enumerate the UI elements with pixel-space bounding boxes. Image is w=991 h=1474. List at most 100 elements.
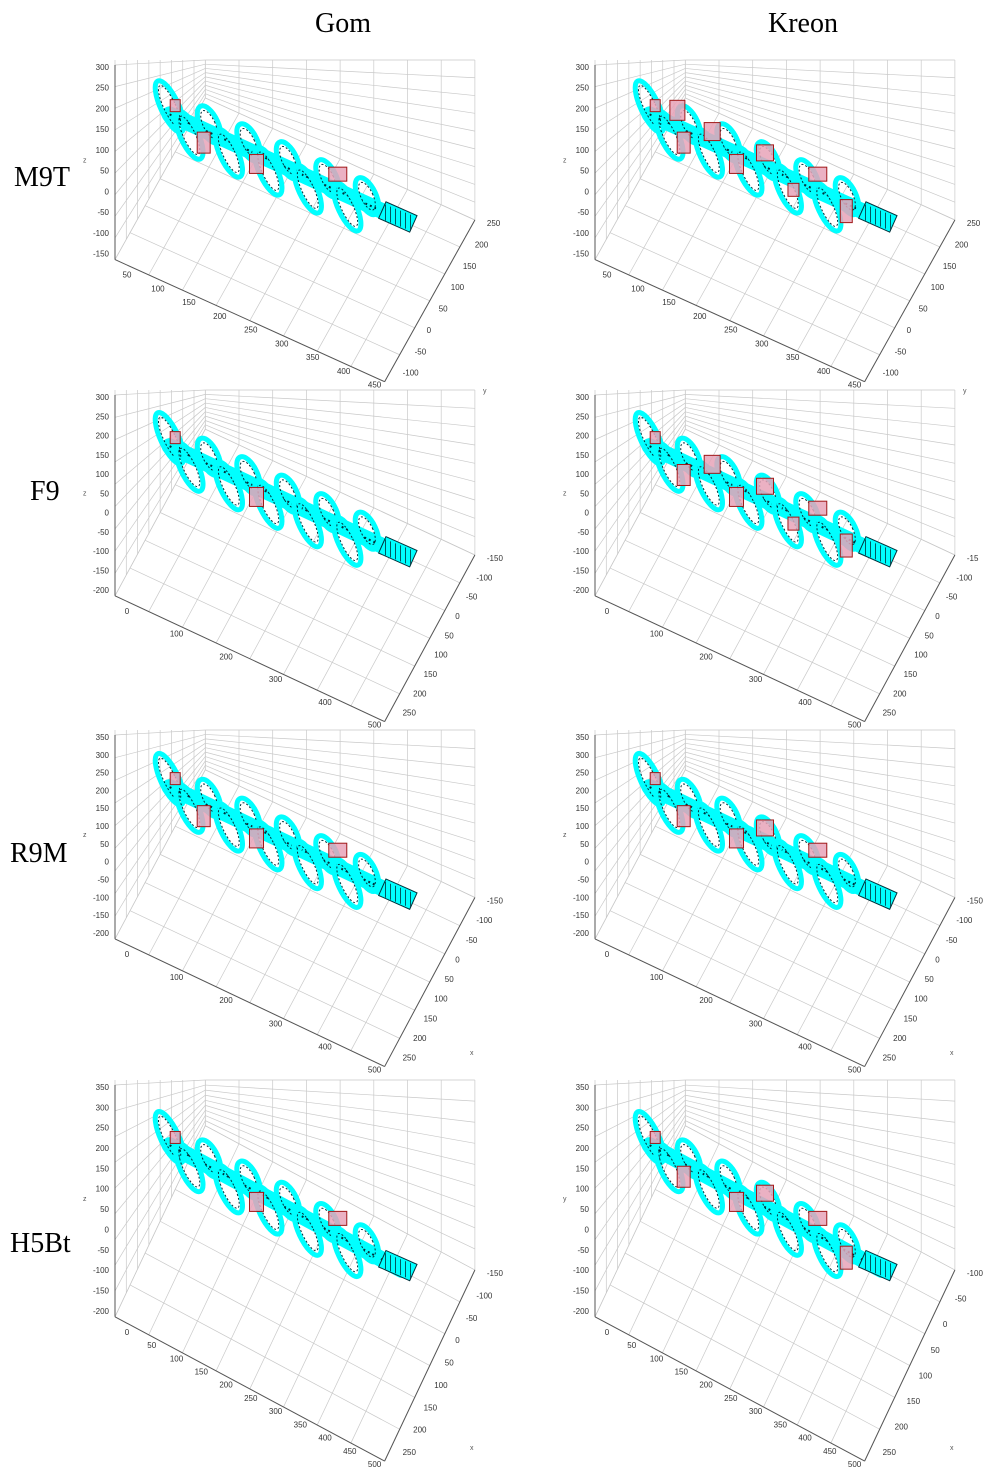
- z-tick-label: -100: [573, 229, 590, 238]
- deviation-box: [703, 122, 721, 142]
- y-tick-label: 250: [967, 219, 981, 228]
- x-tick-label: 100: [151, 284, 165, 293]
- y-tick-label: 50: [925, 631, 934, 640]
- y-tick-label: 250: [487, 219, 501, 228]
- x-tick-label: 100: [170, 1354, 184, 1363]
- y-tick-label: -100: [476, 916, 493, 925]
- x-tick-label: 450: [343, 1447, 357, 1456]
- y-tick-label: 50: [925, 975, 934, 984]
- y-tick-label: 0: [455, 612, 460, 621]
- deviation-box: [728, 1191, 744, 1212]
- y-axis: [864, 219, 956, 382]
- z-tick-label: 200: [96, 432, 110, 441]
- x-axis: [594, 938, 865, 1068]
- z-tick-label: 350: [96, 733, 110, 742]
- x-tick-label: 50: [603, 271, 612, 280]
- y-tick-label: 200: [955, 240, 969, 249]
- x-tick-label: 150: [182, 298, 196, 307]
- x-tick-label: 100: [631, 284, 645, 293]
- grid-lines: [114, 389, 476, 722]
- x-tick-label: 400: [798, 1042, 812, 1051]
- deviation-box: [669, 99, 686, 121]
- z-tick-label: 0: [105, 509, 110, 518]
- x-tick-label: 300: [275, 339, 289, 348]
- deviation-box: [755, 819, 774, 837]
- x-tick-label: 100: [170, 973, 184, 982]
- y-tick-label: 150: [463, 262, 477, 271]
- z-tick-label: 150: [96, 1164, 110, 1173]
- z-tick-label: 250: [96, 1124, 110, 1133]
- deviation-regions: [169, 1130, 348, 1226]
- z-tick-label: 100: [576, 1185, 590, 1194]
- x-tick-label: 0: [125, 950, 130, 959]
- y-tick-label: -50: [466, 1314, 478, 1323]
- panel-f9-gom: 300250200150100500-50-100-150-2000100200…: [83, 388, 504, 730]
- z-tick-label: -100: [93, 1266, 110, 1275]
- z-tick-label: 200: [96, 104, 110, 113]
- y-axis: [864, 554, 956, 722]
- z-tick-label: -50: [577, 528, 589, 537]
- x-tick-label: 400: [318, 698, 332, 707]
- z-tick-label: 350: [576, 1083, 590, 1092]
- x-axis-label: x: [470, 1050, 474, 1057]
- z-axis-label: z: [83, 1196, 87, 1203]
- x-tick-label: 0: [605, 1328, 610, 1337]
- crankshaft-mesh: [152, 1109, 418, 1282]
- z-tick-label: 100: [96, 1185, 110, 1194]
- y-tick-label: 0: [935, 612, 940, 621]
- z-tick-label: 100: [576, 470, 590, 479]
- z-tick-label: 350: [96, 1083, 110, 1092]
- y-tick-label: -15: [967, 554, 979, 563]
- z-axis-label: z: [83, 490, 87, 497]
- z-tick-label: 150: [576, 451, 590, 460]
- x-tick-label: 0: [605, 607, 610, 616]
- z-tick-label: -100: [573, 1266, 590, 1275]
- grid-lines: [114, 59, 476, 383]
- y-tick-label: 250: [403, 709, 417, 718]
- x-tick-label: 100: [170, 630, 184, 639]
- crankshaft-mesh: [152, 410, 418, 568]
- panel-r9m-kreon: 350300250200150100500-50-100-150-2000100…: [563, 729, 983, 1075]
- x-tick-label: 300: [269, 675, 283, 684]
- x-tick-label: 200: [699, 652, 713, 661]
- y-tick-label: 150: [904, 1014, 918, 1023]
- y-tick-label: 100: [434, 1381, 448, 1390]
- z-axis-label: z: [83, 832, 87, 839]
- deviation-regions: [649, 772, 828, 858]
- y-tick-label: 200: [895, 1423, 909, 1432]
- z-tick-label: 0: [105, 187, 110, 196]
- y-tick-label: 150: [424, 1014, 438, 1023]
- y-tick-label: 250: [883, 1448, 897, 1457]
- x-axis-label: x: [470, 1445, 474, 1452]
- z-tick-label: 50: [580, 840, 589, 849]
- y-tick-label: 50: [445, 975, 454, 984]
- x-tick-label: 200: [213, 312, 227, 321]
- deviation-regions: [169, 772, 348, 858]
- z-tick-label: 150: [96, 451, 110, 460]
- y-tick-label: 200: [413, 689, 427, 698]
- z-tick-label: -150: [93, 911, 110, 920]
- z-tick-label: 150: [576, 804, 590, 813]
- y-tick-label: 150: [424, 1403, 438, 1412]
- x-tick-label: 200: [693, 312, 707, 321]
- y-axis: [384, 219, 476, 382]
- z-tick-label: 300: [576, 1103, 590, 1112]
- grid-lines: [594, 1079, 956, 1462]
- y-axis: [384, 897, 476, 1067]
- z-tick-label: 150: [96, 804, 110, 813]
- deviation-box: [728, 828, 744, 849]
- x-axis: [114, 259, 385, 383]
- z-tick-label: 300: [96, 63, 110, 72]
- z-tick-label: 200: [96, 786, 110, 795]
- z-axis-label: y: [563, 1196, 567, 1203]
- z-tick-label: 300: [96, 393, 110, 402]
- y-tick-label: -150: [487, 554, 504, 563]
- x-axis: [594, 595, 865, 723]
- y-tick-label: 50: [439, 305, 448, 314]
- deviation-box: [839, 199, 853, 224]
- x-tick-label: 150: [675, 1367, 689, 1376]
- z-tick-label: 0: [585, 1225, 590, 1234]
- z-tick-label: -50: [97, 875, 109, 884]
- deviation-box: [787, 516, 800, 531]
- y-tick-label: 50: [919, 305, 928, 314]
